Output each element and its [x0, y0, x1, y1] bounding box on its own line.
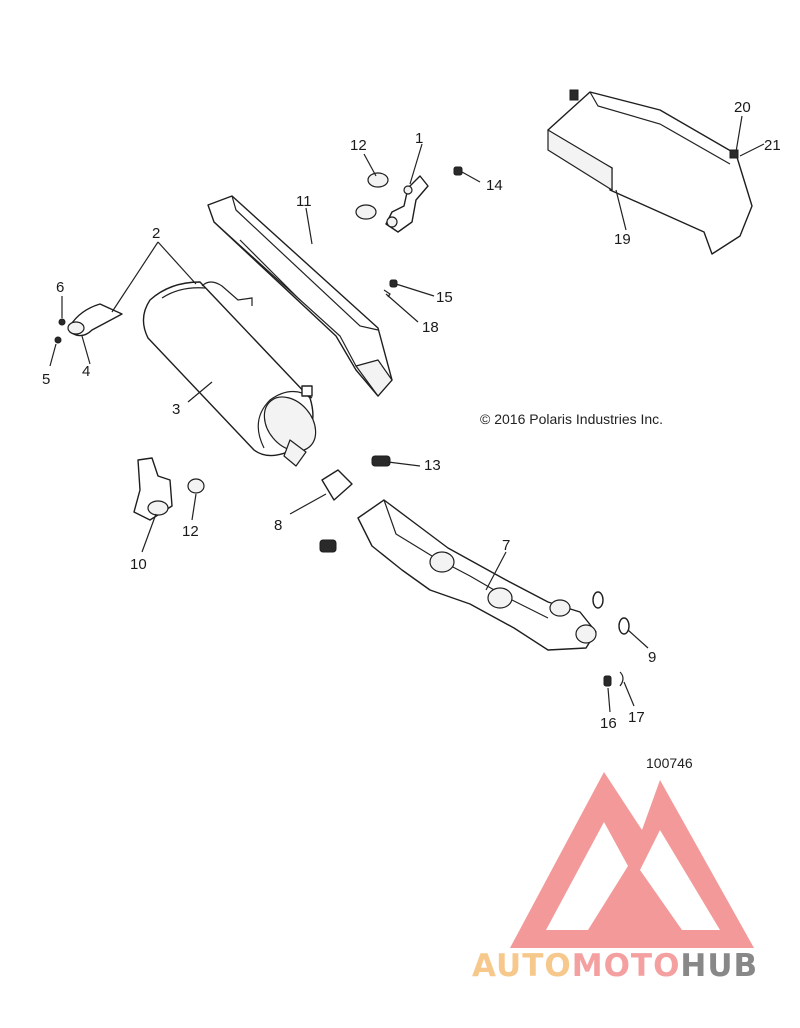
- callout-6: 6: [56, 279, 64, 296]
- callout-12-upper: 12: [350, 137, 367, 154]
- copyright-notice: © 2016 Polaris Industries Inc.: [480, 411, 663, 427]
- callout-18: 18: [422, 319, 439, 336]
- callout-2: 2: [152, 225, 160, 242]
- lower-bracket-part: [133, 457, 205, 521]
- callout-21: 21: [764, 137, 781, 154]
- guard-plate-part: [547, 89, 753, 255]
- callout-13: 13: [424, 457, 441, 474]
- callout-4: 4: [82, 363, 90, 380]
- callout-11: 11: [296, 193, 312, 210]
- leader-lines: [49, 115, 765, 713]
- small-hardware-parts: [383, 166, 463, 298]
- muffler-part: [142, 281, 317, 467]
- spring-parts: [319, 455, 391, 553]
- heat-shield-part: [207, 195, 393, 397]
- diagram-id: 100746: [646, 755, 693, 771]
- callout-9: 9: [648, 649, 656, 666]
- callout-19: 19: [614, 231, 631, 248]
- callout-3: 3: [172, 401, 180, 418]
- callout-labels: 1 2 3 4 5 6 7 8 9 10 11 12 12 13 14 15 1…: [42, 99, 781, 732]
- callout-20: 20: [734, 99, 751, 116]
- exhaust-tip-part: [54, 303, 123, 344]
- callout-8: 8: [274, 517, 282, 534]
- callout-7: 7: [502, 537, 510, 554]
- mount-bracket-part: [355, 172, 429, 233]
- callout-1: 1: [415, 130, 423, 147]
- callout-5: 5: [42, 371, 50, 388]
- callout-16: 16: [600, 715, 617, 732]
- callout-14: 14: [486, 177, 503, 194]
- spacer-part: [321, 469, 353, 501]
- callout-12-lower: 12: [182, 523, 199, 540]
- watermark-logo-icon: [510, 772, 754, 948]
- callout-10: 10: [130, 556, 147, 573]
- callout-17: 17: [628, 709, 645, 726]
- watermark-text: AUTOMOTOHUB: [472, 948, 758, 984]
- head-pipe-part: [357, 499, 630, 687]
- callout-15: 15: [436, 289, 453, 306]
